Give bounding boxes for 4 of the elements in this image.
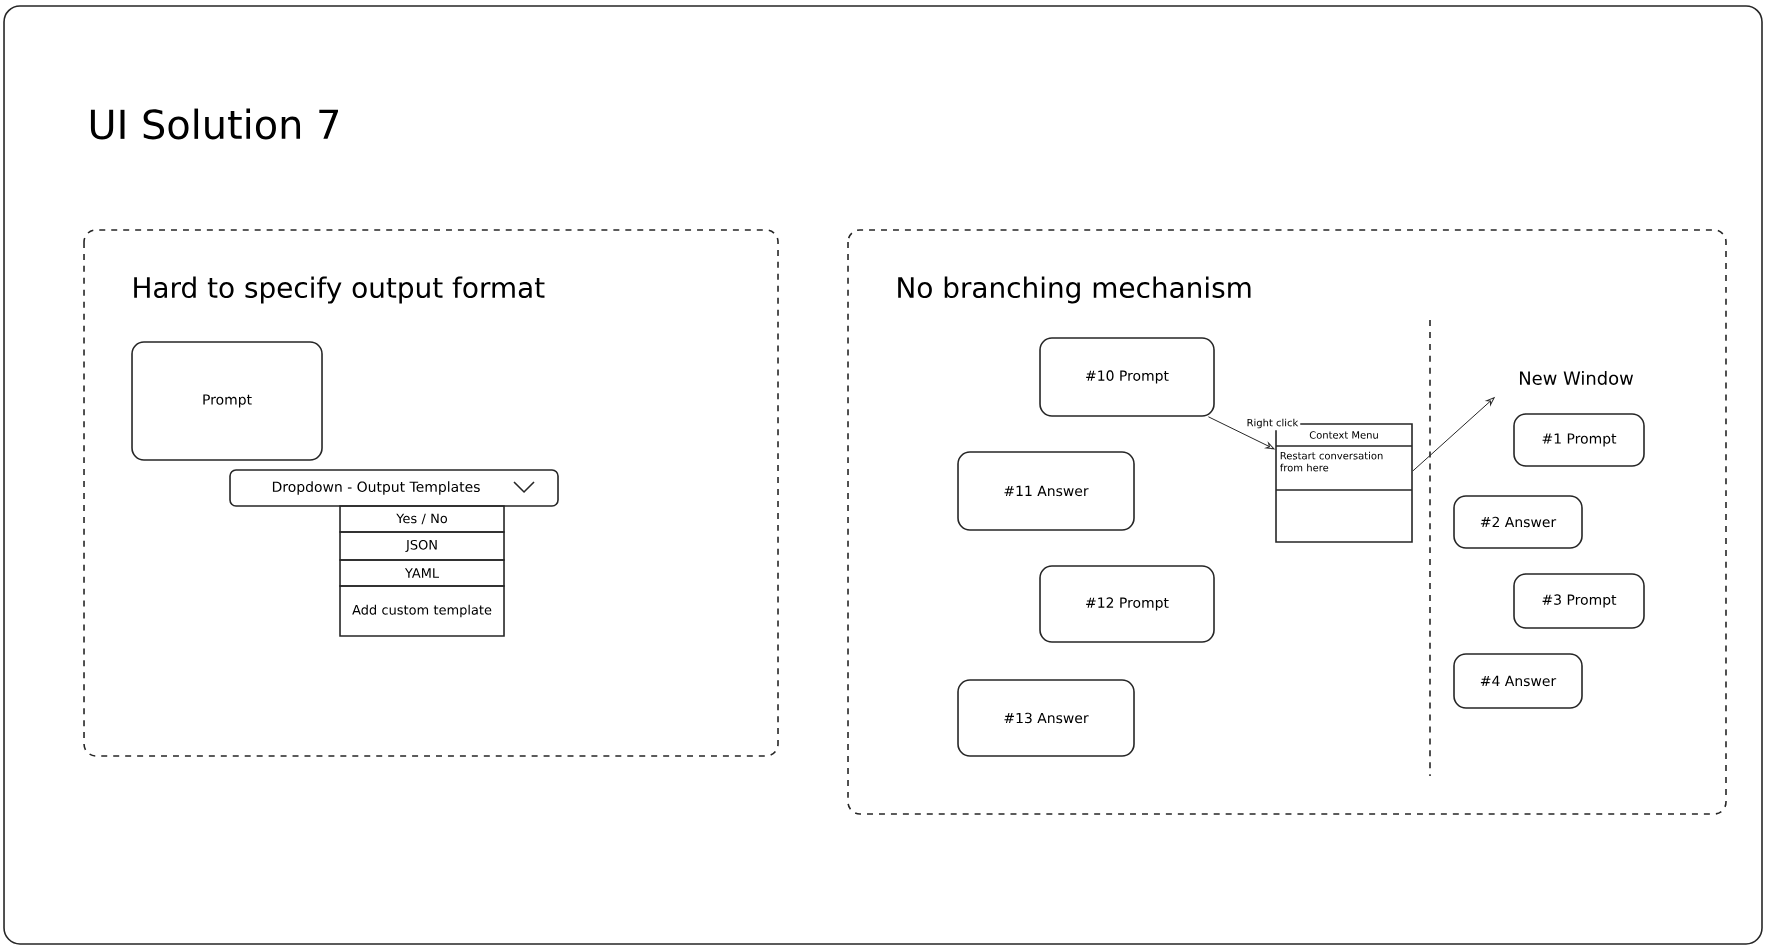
title: UI Solution 7 bbox=[90, 108, 338, 140]
window-label: New Window bbox=[1520, 371, 1633, 385]
arrow bbox=[1412, 397, 1495, 472]
arrow bbox=[1207, 416, 1275, 450]
